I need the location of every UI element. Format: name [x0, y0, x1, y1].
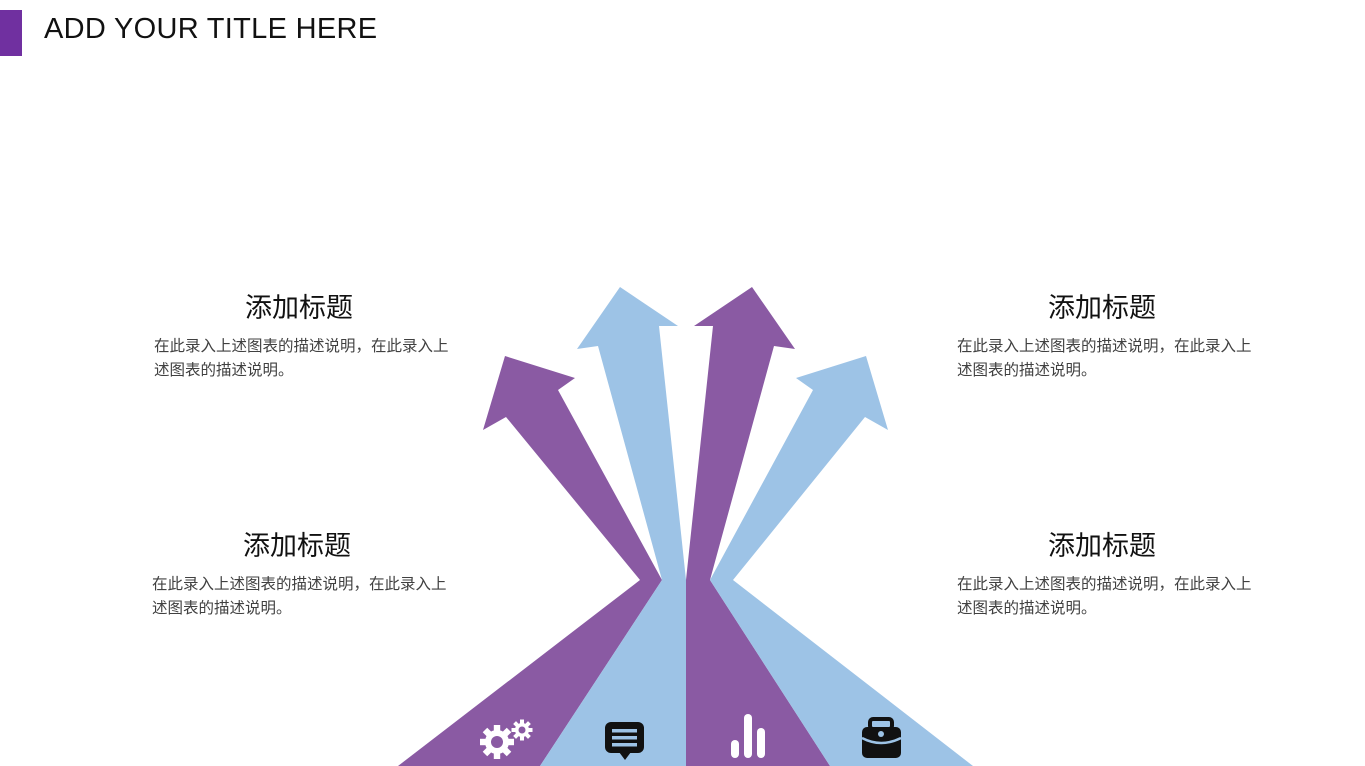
title-accent-bar	[0, 10, 22, 56]
block-title: 添加标题	[245, 293, 353, 324]
text-block-bottom-left: 添加标题 在此录入上述图表的描述说明，在此录入上述图表的描述说明。	[152, 530, 452, 620]
arrow-outer-right	[710, 356, 973, 766]
text-block-top-left: 添加标题 在此录入上述图表的描述说明，在此录入上述图表的描述说明。	[154, 292, 454, 382]
arrow-inner-left	[540, 287, 686, 766]
block-description: 在此录入上述图表的描述说明，在此录入上述图表的描述说明。	[154, 337, 449, 379]
gears-icon	[480, 719, 533, 759]
block-description: 在此录入上述图表的描述说明，在此录入上述图表的描述说明。	[957, 575, 1252, 617]
block-description: 在此录入上述图表的描述说明，在此录入上述图表的描述说明。	[957, 337, 1252, 379]
arrow-inner-right	[686, 287, 830, 766]
block-title: 添加标题	[243, 531, 351, 562]
bar-chart-icon	[731, 714, 765, 758]
text-block-top-right: 添加标题 在此录入上述图表的描述说明，在此录入上述图表的描述说明。	[957, 292, 1257, 382]
chat-bubble-icon	[605, 722, 644, 760]
briefcase-icon	[861, 717, 902, 758]
page-title: ADD YOUR TITLE HERE	[44, 13, 378, 45]
text-block-bottom-right: 添加标题 在此录入上述图表的描述说明，在此录入上述图表的描述说明。	[957, 530, 1257, 620]
arrow-outer-left	[398, 356, 662, 766]
block-description: 在此录入上述图表的描述说明，在此录入上述图表的描述说明。	[152, 575, 447, 617]
block-title: 添加标题	[1048, 293, 1156, 324]
block-title: 添加标题	[1048, 531, 1156, 562]
